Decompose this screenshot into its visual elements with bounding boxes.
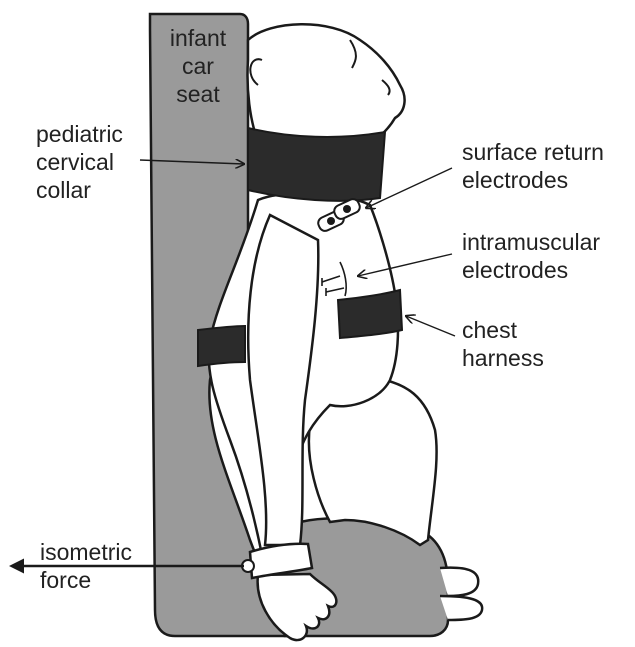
label-line: electrodes [462, 166, 604, 194]
label-line: car [158, 52, 238, 80]
head [247, 24, 404, 142]
label-intramuscular-electrodes: intramuscular electrodes [462, 228, 600, 284]
label-isometric-force: isometric force [40, 538, 132, 594]
chest-harness-back [198, 326, 245, 366]
label-line: cervical [36, 148, 123, 176]
label-line: seat [158, 80, 238, 108]
label-line: isometric [40, 538, 132, 566]
harness-pointer [406, 316, 455, 336]
label-line: intramuscular [462, 228, 600, 256]
label-line: harness [462, 344, 544, 372]
label-line: chest [462, 316, 544, 344]
label-surface-return-electrodes: surface return electrodes [462, 138, 604, 194]
label-line: force [40, 566, 132, 594]
label-infant-car-seat: infant car seat [158, 24, 238, 108]
label-line: infant [158, 24, 238, 52]
label-line: surface return [462, 138, 604, 166]
label-line: collar [36, 176, 123, 204]
label-pediatric-cervical-collar: pediatric cervical collar [36, 120, 123, 204]
label-chest-harness: chest harness [462, 316, 544, 372]
label-line: electrodes [462, 256, 600, 284]
cervical-collar [248, 128, 385, 201]
label-line: pediatric [36, 120, 123, 148]
